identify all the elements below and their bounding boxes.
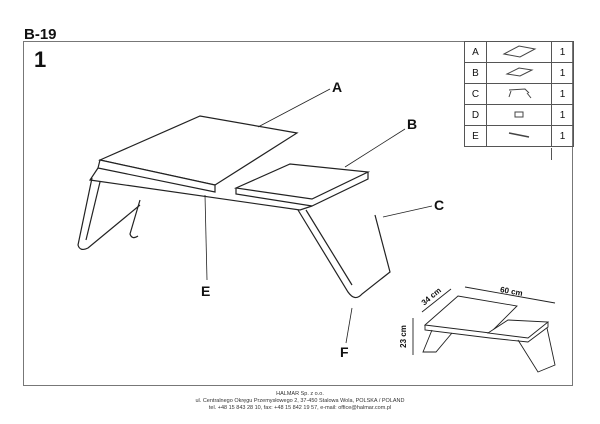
part-qty: 1 <box>551 83 574 105</box>
parts-row: D 1 <box>464 104 574 126</box>
parts-row: C 1 <box>464 83 574 105</box>
part-letter: C <box>464 83 487 105</box>
part-qty: 1 <box>551 62 574 84</box>
callout-b: B <box>407 116 418 132</box>
instruction-frame <box>23 41 573 386</box>
callout-c: C <box>434 197 445 213</box>
step-number: 1 <box>34 47 47 72</box>
top-panel-icon <box>486 41 552 63</box>
part-qty: 1 <box>551 104 574 126</box>
dimension-drawing <box>412 286 556 373</box>
part-qty: 1 <box>551 41 574 63</box>
footer: HALMAR Sp. z o.o. ul. Centralnego Okręgu… <box>0 391 600 412</box>
rod-icon <box>486 125 552 147</box>
parts-row: A 1 <box>464 41 574 63</box>
callout-e: E <box>201 283 211 299</box>
footer-contact: tel. +48 15 843 28 10, fax: +48 15 842 1… <box>208 405 392 411</box>
part-letter: E <box>464 125 487 147</box>
footer-address: ul. Centralnego Okręgu Przemysłowego 2, … <box>195 398 405 404</box>
part-letter: A <box>464 41 487 63</box>
leg-frame-icon <box>486 83 552 105</box>
height-dimension: 23 cm <box>398 325 408 348</box>
parts-row: E 1 <box>464 125 574 147</box>
part-letter: D <box>464 104 487 126</box>
part-letter: B <box>464 62 487 84</box>
parts-list: A 1 B 1 C 1 D 1 E 1 <box>464 41 574 147</box>
callout-f: F <box>340 344 349 360</box>
small-block-icon <box>486 104 552 126</box>
callout-a: A <box>332 79 343 95</box>
side-panel-icon <box>486 62 552 84</box>
footer-company: HALMAR Sp. z o.o. <box>276 391 324 397</box>
parts-row: B 1 <box>464 62 574 84</box>
table-divider <box>551 148 552 160</box>
model-code: B-19 <box>24 26 57 43</box>
part-qty: 1 <box>551 125 574 147</box>
